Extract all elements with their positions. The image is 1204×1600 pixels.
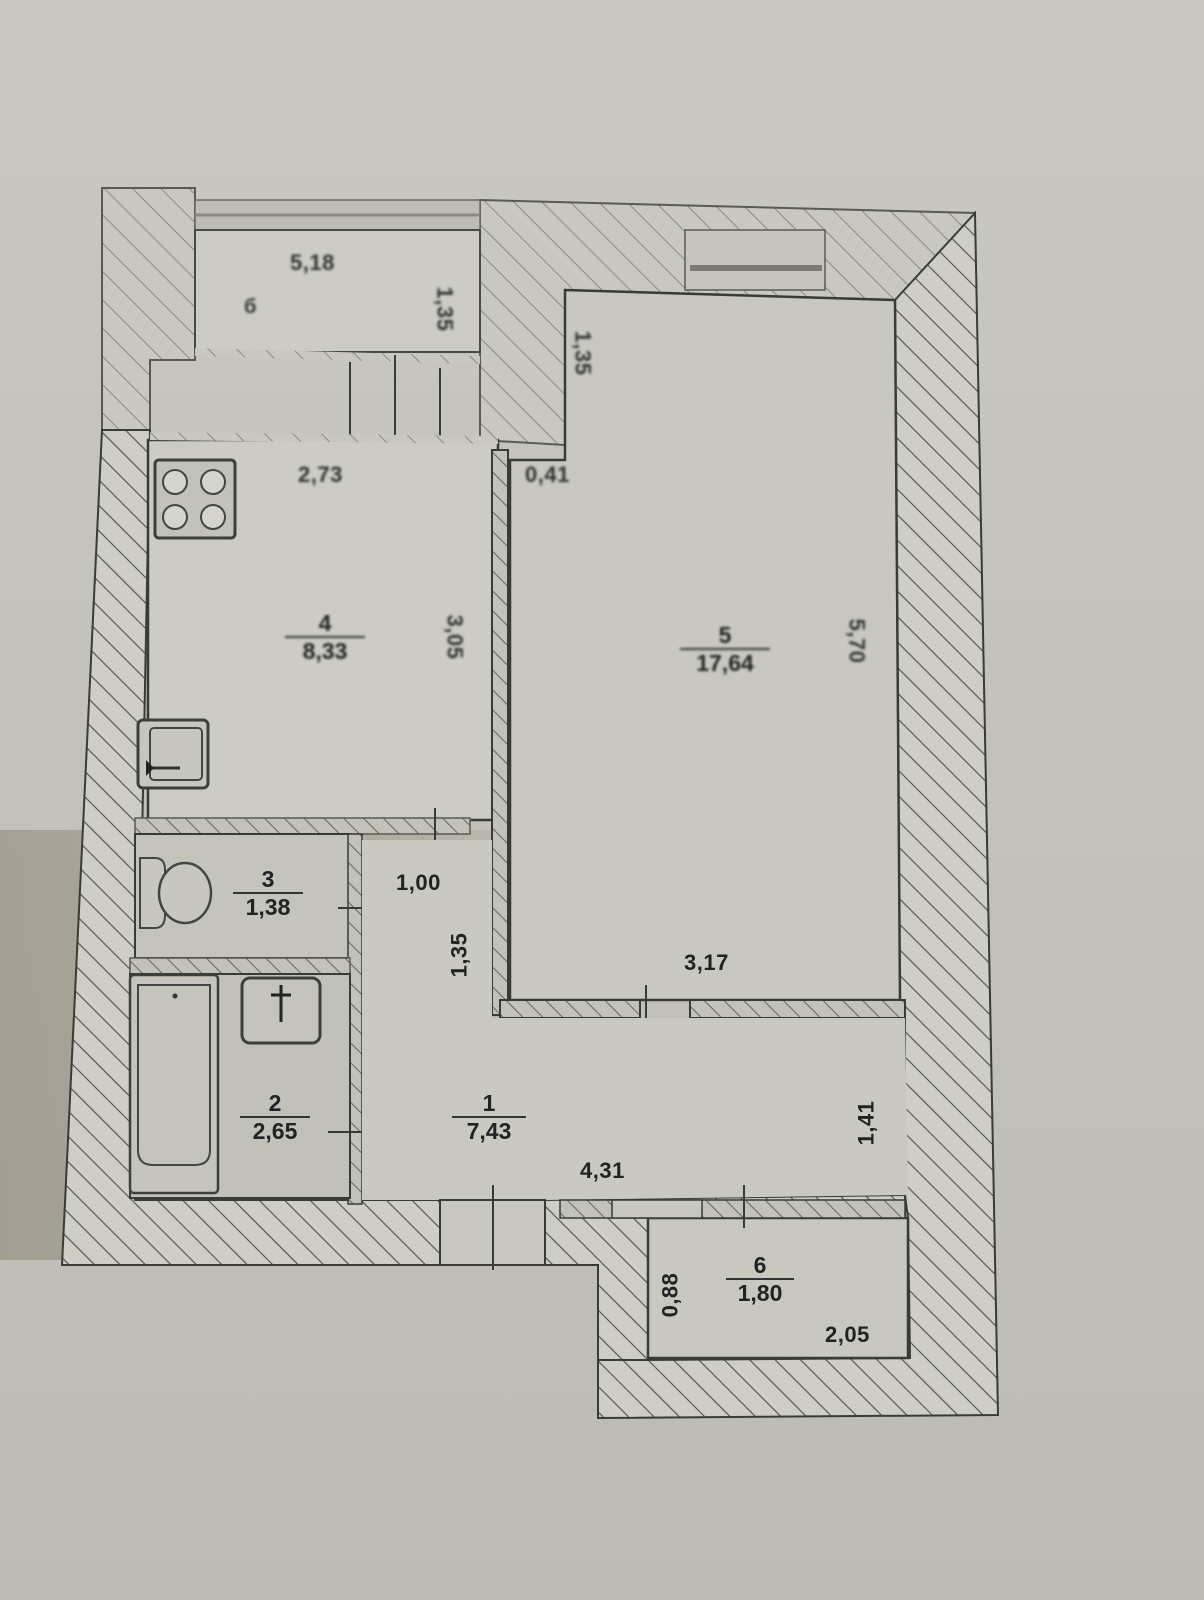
hall-side-dimension: 1,35 — [446, 932, 472, 978]
room-area: 1,38 — [245, 894, 291, 920]
room-number: 6 — [726, 1252, 794, 1280]
stove-icon — [153, 458, 237, 540]
room-area: 1,80 — [737, 1280, 783, 1306]
room-area: 8,33 — [302, 638, 348, 664]
room-number: 3 — [233, 866, 303, 894]
bathtub-icon — [128, 973, 220, 1195]
bathroom-room-label: 2 2,65 — [240, 1090, 310, 1144]
balcony-depth-dimension: 1,35 — [432, 286, 458, 332]
exterior-walls — [60, 187, 1000, 1420]
hallway-room-label: 1 7,43 — [452, 1090, 526, 1144]
hall-right-dimension: 1,41 — [853, 1100, 879, 1146]
balcony-area — [194, 229, 481, 353]
kitchen-width-dimension: 2,73 — [298, 462, 343, 487]
kitchen-depth-dimension: 3,05 — [442, 614, 468, 660]
kitchen-sink-icon — [136, 718, 210, 790]
living-offset-dimension: 0,41 — [525, 462, 570, 487]
living-depth-dimension: 5,70 — [844, 618, 870, 664]
living-window-side-dimension: 1,35 — [570, 330, 596, 376]
balcony-width-dimension: 5,18 — [290, 250, 335, 275]
room-area: 17,64 — [696, 650, 754, 676]
room-number: 4 — [285, 610, 365, 638]
hall-length-dimension: 4,31 — [580, 1158, 625, 1183]
room-number: 5 — [680, 622, 770, 650]
living-width-dimension: 3,17 — [684, 950, 729, 975]
balcony-room-number: б — [244, 296, 257, 318]
storage-outline — [646, 1216, 910, 1360]
storage-room-label: 6 1,80 — [726, 1252, 794, 1306]
washbasin-icon — [240, 976, 322, 1045]
room-area: 2,65 — [252, 1118, 298, 1144]
storage-width-dimension: 2,05 — [825, 1322, 870, 1347]
kitchen-room-label: 4 8,33 — [285, 610, 365, 664]
room-number: 2 — [240, 1090, 310, 1118]
living-room-label: 5 17,64 — [680, 622, 770, 676]
toilet-icon — [139, 857, 213, 929]
toilet-room-label: 3 1,38 — [233, 866, 303, 920]
hall-doorway-dimension: 1,00 — [396, 870, 441, 895]
room-area: 7,43 — [466, 1118, 512, 1144]
room-number: 1 — [452, 1090, 526, 1118]
hallway-area — [362, 840, 908, 1200]
storage-depth-dimension: 0,88 — [657, 1272, 683, 1318]
